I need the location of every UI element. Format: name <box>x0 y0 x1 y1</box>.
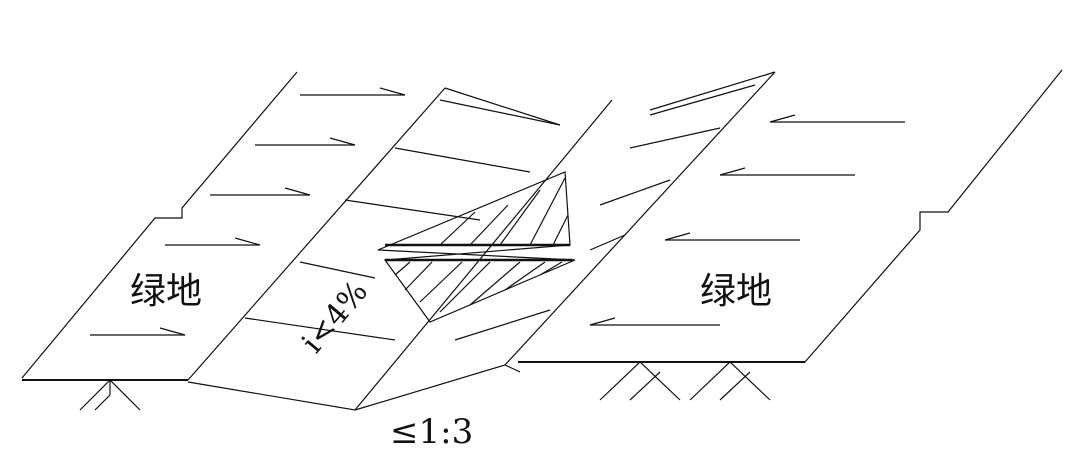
left-slope-flow-lines <box>244 99 561 341</box>
right-flow-arrows <box>589 114 905 326</box>
left-green-area-label: 绿地 <box>130 271 203 312</box>
right-slope-flow-lines <box>454 84 756 341</box>
hatch-lines <box>394 177 569 313</box>
ground-hatch-left <box>79 379 141 411</box>
inlet-grate <box>377 171 576 323</box>
ditch-body <box>187 71 776 411</box>
ground-hatch-right <box>599 361 771 401</box>
right-green-area-label: 绿地 <box>700 271 773 312</box>
left-green-strip <box>21 71 446 381</box>
side-slope-label: ≤1:3 <box>390 412 474 452</box>
left-flow-arrows <box>90 87 406 336</box>
right-green-strip <box>518 69 1063 363</box>
